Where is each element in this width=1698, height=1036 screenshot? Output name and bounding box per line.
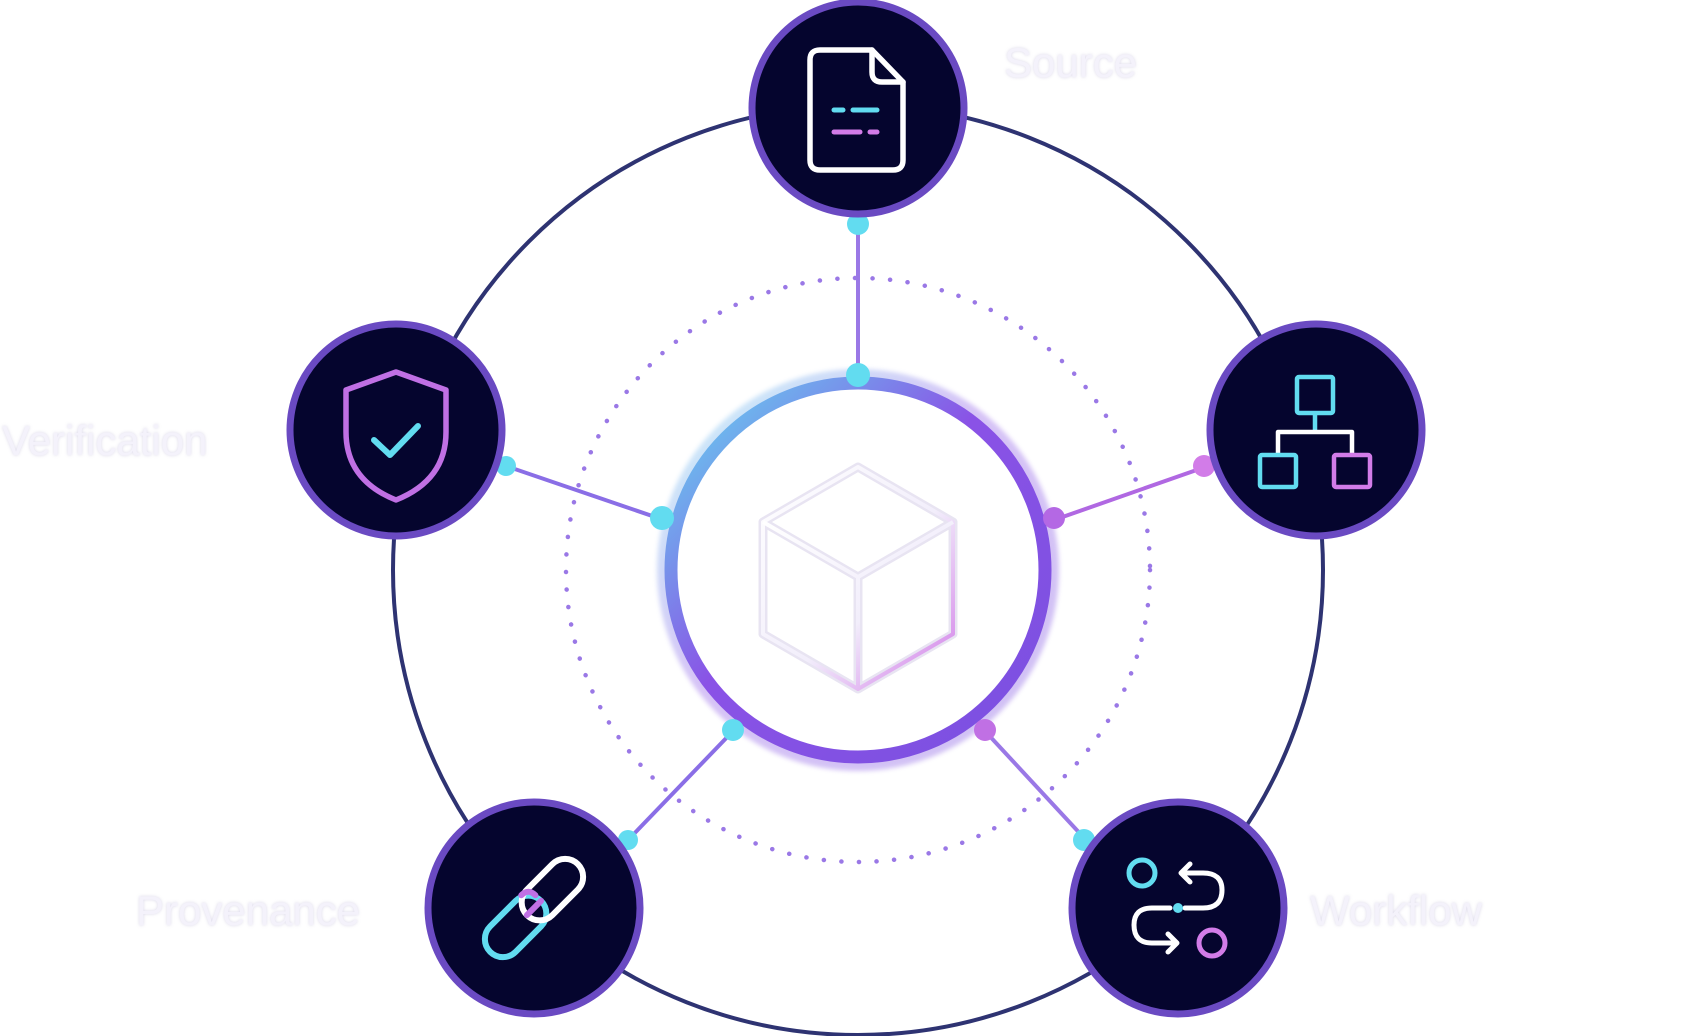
dot-source-inner [846,363,870,387]
cube-icon [758,462,958,694]
chain-link-icon [481,855,587,961]
dot-provenance-inner [722,719,744,741]
spokes [505,222,1209,842]
dotted-ring [563,275,1153,865]
workflow-arrows-icon [1126,857,1228,959]
workflow-label: Workflow [1310,887,1482,934]
node-verification[interactable] [286,320,506,540]
spoke-provenance [626,728,736,842]
dot-workflow-inner [974,719,996,741]
document-icon [807,47,906,173]
hierarchy-icon [1257,374,1373,490]
spoke-structure [1053,464,1209,522]
node-source[interactable] [748,0,968,218]
dot-structure-inner [1043,507,1065,529]
verification-label: Verification [2,417,208,464]
node-structure[interactable] [1206,320,1426,540]
source-label: Source [1004,39,1138,86]
spoke-verification [505,464,665,522]
dot-source-outer [847,213,869,235]
shield-check-icon [343,369,449,503]
dot-structure-outer [1193,455,1215,477]
central-hub [657,369,1059,771]
spoke-workflow [982,728,1088,842]
node-provenance[interactable] [424,798,644,1018]
node-workflow[interactable] [1068,798,1288,1018]
dot-verification-inner [650,506,674,530]
junction-dots [496,213,1215,851]
provenance-label: Provenance [136,887,361,934]
